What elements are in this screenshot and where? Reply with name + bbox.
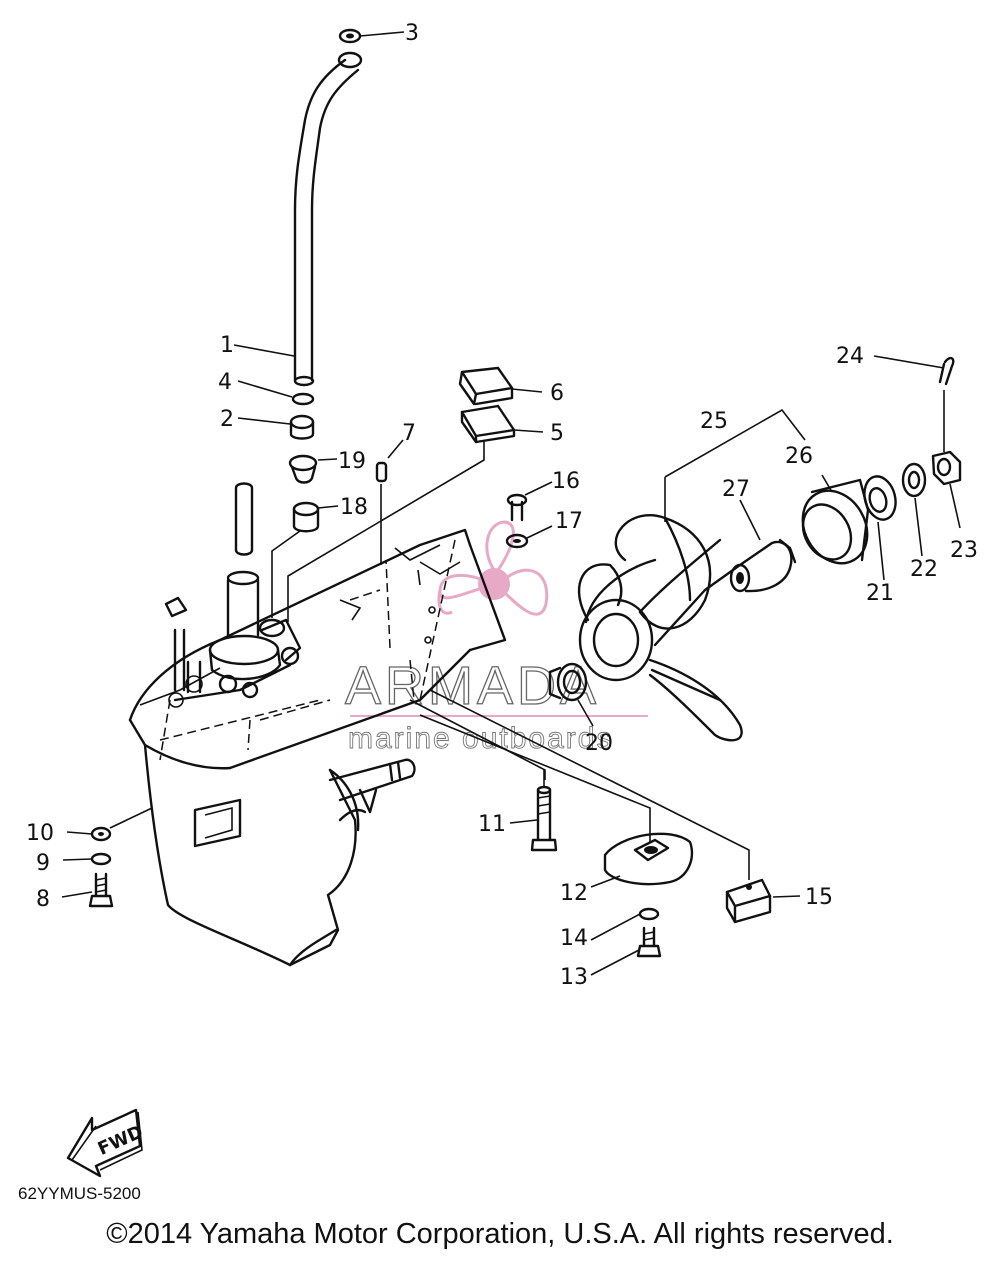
callout-27: 27	[722, 477, 750, 502]
washer-part-9	[90, 852, 112, 866]
grommet-part-19	[288, 454, 318, 484]
plate-part-5	[460, 404, 516, 444]
spacer-part-27	[729, 538, 797, 593]
spacer-part-26	[801, 478, 870, 565]
lower-casing-housing	[128, 482, 507, 967]
callout-15: 15	[805, 885, 833, 910]
cotter-pin-part-24	[938, 356, 955, 386]
armada-logo-watermark: ARMADA marine outboards	[344, 520, 648, 755]
watermark-tagline: marine outboards	[348, 722, 613, 755]
fwd-arrow-icon: FWD	[66, 1108, 146, 1178]
leader-lines	[61, 31, 961, 976]
callout-8: 8	[36, 887, 50, 912]
bolt-part-11	[530, 785, 558, 852]
callout-4: 4	[218, 370, 232, 395]
washer-part-10	[90, 826, 112, 842]
bolt-part-13	[636, 926, 662, 958]
seal-part-20	[548, 662, 588, 702]
callout-18: 18	[340, 495, 368, 520]
plate-part-6	[458, 366, 514, 406]
callout-26: 26	[785, 444, 813, 469]
water-tube-part-1	[293, 58, 360, 387]
callout-20: 20	[585, 731, 613, 756]
callout-9: 9	[36, 851, 50, 876]
nut-part-23	[931, 450, 962, 486]
callout-labels: 1 2 3 4 5 6 7 8 9 10 11 12 13 14 15 16 1…	[26, 21, 978, 990]
callout-13: 13	[560, 965, 588, 990]
collar-part-18	[292, 501, 320, 533]
watermark-brand: ARMADA	[345, 656, 600, 716]
washer-part-4	[291, 392, 315, 406]
callout-10: 10	[26, 821, 54, 846]
callout-24: 24	[836, 344, 864, 369]
copyright-notice: ©2014 Yamaha Motor Corporation, U.S.A. A…	[106, 1218, 894, 1250]
callout-25: 25	[700, 409, 728, 434]
callout-2: 2	[220, 407, 234, 432]
callout-23: 23	[950, 538, 978, 563]
washer-part-22	[901, 462, 927, 498]
callout-16: 16	[552, 469, 580, 494]
bolt-part-16	[506, 493, 528, 522]
callout-6: 6	[550, 381, 564, 406]
callout-21: 21	[866, 581, 894, 606]
propeller-logo-icon	[437, 520, 549, 616]
callout-17: 17	[555, 509, 583, 534]
callout-5: 5	[550, 421, 564, 446]
callout-1: 1	[220, 333, 234, 358]
propeller-part-25	[577, 514, 743, 742]
washer-part-21	[863, 475, 897, 521]
callout-3: 3	[405, 21, 419, 46]
washer-part-14	[638, 907, 660, 921]
seal-part-2	[289, 414, 315, 440]
callout-19: 19	[338, 449, 366, 474]
anode-part-15	[725, 878, 772, 924]
dowel-pin-part-7	[375, 461, 388, 483]
callout-14: 14	[560, 926, 588, 951]
callout-7: 7	[402, 421, 416, 446]
callout-22: 22	[910, 557, 938, 582]
diagram-code: 62YYMUS-5200	[18, 1184, 141, 1203]
washer-part-17	[505, 533, 529, 549]
trim-tab-part-12	[603, 832, 694, 886]
bolt-part-8	[88, 872, 114, 908]
callout-11: 11	[478, 812, 506, 837]
callout-12: 12	[560, 881, 588, 906]
